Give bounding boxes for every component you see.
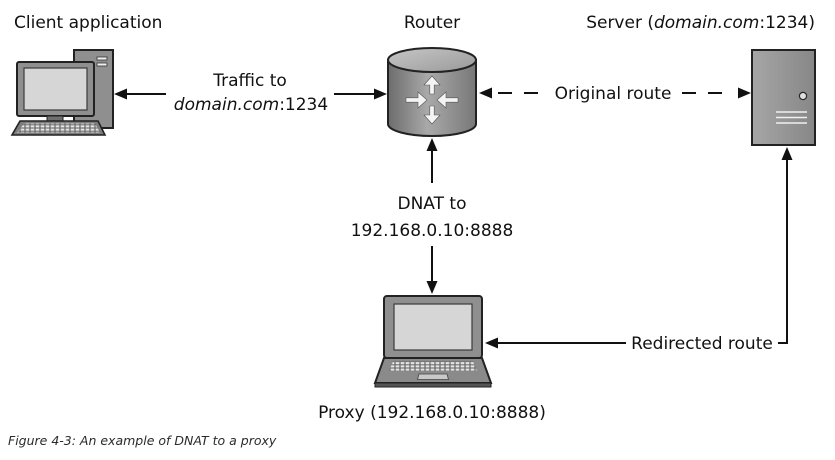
router-top xyxy=(387,47,477,73)
client-router-label-host: domain.com xyxy=(174,95,279,115)
arrowhead-down-to-proxy xyxy=(426,281,438,294)
router-arrow-up-icon xyxy=(423,75,441,95)
original-route-label: Original route xyxy=(555,84,672,104)
router-icon xyxy=(387,47,477,137)
redirected-route-line-right xyxy=(778,158,788,344)
router-arrow-in-left-icon xyxy=(405,91,428,109)
arrowhead-to-server xyxy=(738,87,751,99)
arrowhead-up-to-router xyxy=(426,138,438,151)
client-router-label-line1: Traffic to xyxy=(212,71,287,91)
dnat-label-line1: DNAT to xyxy=(398,194,467,214)
client-router-label-line2: domain.com:1234 xyxy=(174,95,328,115)
power-button-icon xyxy=(798,91,808,101)
drive-bay xyxy=(96,62,108,67)
router-arrow-down-icon xyxy=(423,105,441,125)
monitor-screen xyxy=(23,67,88,111)
laptop-front-edge xyxy=(374,382,492,388)
client-router-edge: Traffic to domain.com:1234 xyxy=(114,71,387,115)
router-body xyxy=(387,59,477,137)
laptop-screen xyxy=(393,303,473,351)
server-label-prefix: Server ( xyxy=(586,13,654,33)
client-label: Client application xyxy=(14,13,162,33)
router-label: Router xyxy=(404,13,460,33)
arrowhead-up-to-server xyxy=(781,147,793,160)
router-proxy-edge: DNAT to 192.168.0.10:8888 xyxy=(351,138,514,294)
keyboard-keys xyxy=(17,123,100,133)
proxy-label: Proxy (192.168.0.10:8888) xyxy=(318,403,546,423)
desktop-computer-icon xyxy=(10,49,114,136)
server-label-port: :1234) xyxy=(759,13,815,33)
router-arrow-in-right-icon xyxy=(436,91,459,109)
redirected-route-label: Redirected route xyxy=(631,334,773,354)
dnat-label-line2: 192.168.0.10:8888 xyxy=(351,221,514,241)
server-proxy-edge: Redirected route xyxy=(485,147,793,354)
arrowhead-to-router xyxy=(374,88,387,100)
laptop-touchpad xyxy=(416,373,450,380)
server-label: Server (domain.com:1234) xyxy=(586,13,815,33)
arrowhead-to-router-right xyxy=(479,87,492,99)
server-label-host: domain.com xyxy=(654,13,759,33)
laptop-icon xyxy=(373,295,493,388)
figure-caption: Figure 4-3: An example of DNAT to a prox… xyxy=(8,433,277,448)
laptop-keyboard xyxy=(389,361,477,371)
client-router-label-port: :1234 xyxy=(279,95,328,115)
drive-bay xyxy=(96,56,108,61)
server-icon xyxy=(751,49,816,146)
arrowhead-to-client xyxy=(114,88,127,100)
arrowhead-to-proxy xyxy=(485,337,498,349)
router-server-edge: Original route xyxy=(479,84,751,104)
